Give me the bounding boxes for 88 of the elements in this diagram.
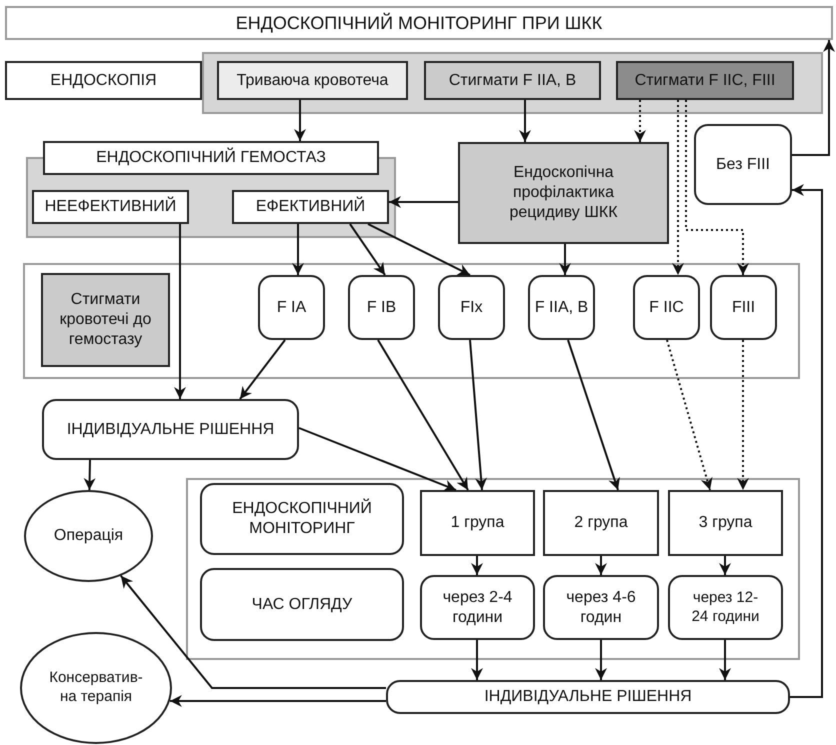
rounded-box: [200, 568, 404, 641]
group-panel: [23, 263, 800, 379]
node-label: через 2-4 години: [442, 588, 514, 628]
process-box: [41, 273, 170, 367]
node-label: 3 група: [698, 513, 752, 533]
group-panel: [202, 52, 823, 114]
arrow: [349, 223, 386, 276]
node-label: Стигмати F IIC, FIII: [634, 70, 776, 90]
rounded-box: [543, 575, 659, 640]
arrow: [790, 184, 823, 698]
arrow: [120, 575, 386, 689]
node-label: Триваюча кровотеча: [236, 70, 388, 90]
node-label: Ендоскопічна профілактика рецидиву ШКК: [508, 163, 619, 223]
group-panel: [186, 478, 800, 660]
arrow: [792, 40, 835, 156]
arrow: [595, 556, 607, 575]
rounded-box: [42, 399, 299, 460]
arrow: [298, 427, 456, 492]
node-label: Стигмати F IIA, B: [448, 70, 576, 90]
node-label: НЕЕФЕКТИВНИЙ: [44, 197, 176, 217]
rounded-box: [258, 275, 325, 340]
node-label: через 12- 24 години: [690, 588, 760, 626]
arrow: [84, 460, 96, 490]
arrow: [377, 339, 469, 491]
process-box: [543, 490, 659, 556]
rounded-box: [710, 275, 777, 340]
process-box: [668, 490, 783, 556]
rounded-box: [200, 483, 404, 555]
arrow: [719, 640, 731, 680]
arrow: [170, 695, 386, 707]
node-label: 1 група: [450, 513, 504, 533]
dotted-arrow: [634, 100, 646, 142]
node-label: через 4-6 годин: [565, 588, 637, 628]
rounded-box: [633, 275, 700, 340]
arrow: [389, 196, 458, 208]
dotted-arrow: [672, 100, 684, 275]
node-label: Без FIII: [716, 154, 770, 174]
node-label: F IIC: [649, 298, 684, 318]
rounded-box: [348, 275, 415, 340]
header-box: [5, 6, 833, 40]
arrow: [519, 100, 531, 142]
rounded-box: [438, 275, 505, 340]
arrow: [471, 640, 483, 680]
arrow: [368, 223, 470, 276]
arrow: [567, 340, 620, 490]
node-label: Стигмати кровотечі до гемостазу: [58, 290, 152, 350]
arrow: [559, 244, 571, 275]
process-box: [232, 190, 389, 224]
process-box: [43, 141, 379, 175]
node-label: ЕНДОСКОПІЯ: [50, 70, 157, 90]
arrow: [294, 100, 306, 141]
node-label: Консерватив- на терапія: [48, 669, 144, 707]
dotted-arrow: [737, 340, 749, 490]
node-label: F IA: [276, 298, 306, 318]
node-label: ЧАС ОГЛЯДУ: [252, 594, 352, 614]
process-box: [5, 61, 202, 100]
node-label: F IB: [366, 298, 396, 318]
node-label: F IIA, B: [534, 298, 588, 318]
arrow: [469, 340, 488, 490]
node-label: ІНДИВІДУАЛЬНЕ РІШЕННЯ: [484, 687, 692, 707]
dotted-arrow: [666, 340, 712, 490]
rounded-box: [528, 275, 595, 340]
process-box: [424, 61, 601, 100]
process-box: [616, 61, 794, 100]
node-label: FIx: [460, 298, 483, 318]
node-label: ЕНДОСКОПІЧНИЙ МОНІТОРИНГ: [231, 499, 373, 539]
rounded-box: [694, 124, 792, 205]
rounded-box: [420, 575, 535, 640]
node-label: ІНДИВІДУАЛЬНЕ РІШЕННЯ: [66, 420, 274, 440]
node-label: ЕНДОСКОПІЧНИЙ МОНІТОРИНГ ПРИ ШКК: [236, 12, 602, 34]
rounded-box: [668, 575, 783, 640]
process-box: [420, 490, 535, 556]
arrow: [292, 224, 304, 275]
process-box: [217, 61, 408, 100]
process-box: [32, 190, 189, 224]
node-label: ЕФЕКТИВНИЙ: [256, 197, 366, 217]
arrow: [239, 339, 286, 400]
rounded-box: [386, 680, 790, 714]
arrow: [595, 640, 607, 680]
arrow: [719, 556, 731, 575]
process-box: [458, 142, 669, 244]
node-label: 2 група: [574, 513, 628, 533]
dotted-arrow: [685, 100, 749, 275]
node-label: FIII: [732, 298, 756, 318]
node-label: ЕНДОСКОПІЧНИЙ ГЕМОСТАЗ: [96, 148, 326, 168]
arrow: [174, 224, 186, 399]
arrow: [471, 556, 483, 575]
node-label: Операція: [54, 526, 124, 546]
